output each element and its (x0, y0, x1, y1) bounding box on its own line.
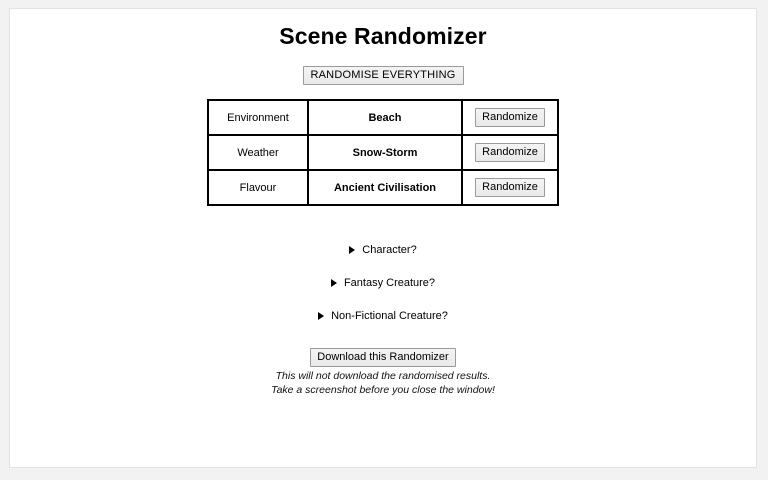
row-label-flavour: Flavour (207, 169, 309, 207)
row-value-weather: Snow-Storm (307, 134, 463, 172)
randomise-all-container: RANDOMISE EVERYTHING (10, 65, 756, 86)
row-label-environment: Environment (207, 99, 309, 137)
row-value-flavour: Ancient Civilisation (307, 169, 463, 207)
table-row: Flavour Ancient Civilisation Randomize (207, 169, 559, 207)
footer-container: Download this Randomizer This will not d… (10, 347, 756, 397)
details-summary-non-fictional-creature[interactable]: Non-Fictional Creature? (318, 310, 448, 322)
row-value-environment: Beach (307, 99, 463, 137)
details-label-fantasy-creature: Fantasy Creature? (343, 277, 436, 290)
page-content: Scene Randomizer RANDOMISE EVERYTHING En… (10, 9, 756, 467)
triangle-right-icon (330, 279, 337, 288)
table-row: Environment Beach Randomize (207, 99, 559, 137)
table-row: Weather Snow-Storm Randomize (207, 134, 559, 172)
row-action-cell-environment: Randomize (461, 99, 559, 137)
randomize-button-weather[interactable]: Randomize (475, 143, 545, 163)
triangle-right-icon (349, 246, 356, 255)
details-label-non-fictional-creature: Non-Fictional Creature? (331, 310, 448, 323)
scene-table-container: Environment Beach Randomize Weather Snow… (10, 99, 756, 207)
row-label-weather: Weather (207, 134, 309, 172)
details-summary-character[interactable]: Character? (349, 244, 417, 257)
details-summary-fantasy-creature[interactable]: Fantasy Creature? (330, 277, 436, 290)
page-document: Scene Randomizer RANDOMISE EVERYTHING En… (9, 8, 757, 468)
scene-table: Environment Beach Randomize Weather Snow… (207, 99, 559, 207)
randomize-button-flavour[interactable]: Randomize (475, 178, 545, 198)
randomise-everything-button[interactable]: RANDOMISE EVERYTHING (302, 66, 464, 86)
triangle-right-icon (318, 312, 325, 321)
row-action-cell-flavour: Randomize (461, 169, 559, 207)
randomize-button-environment[interactable]: Randomize (475, 108, 545, 128)
footer-note-line-2: Take a screenshot before you close the w… (271, 383, 495, 396)
row-action-cell-weather: Randomize (461, 134, 559, 172)
details-label-character: Character? (362, 244, 417, 257)
download-randomizer-button[interactable]: Download this Randomizer (310, 348, 456, 368)
page-title: Scene Randomizer (279, 23, 487, 49)
details-sections-container: Character? Fantasy Creature? Non-Fiction… (10, 244, 756, 322)
footer-note-line-1: This will not download the randomised re… (275, 370, 491, 383)
footer-note: This will not download the randomised re… (10, 370, 756, 397)
